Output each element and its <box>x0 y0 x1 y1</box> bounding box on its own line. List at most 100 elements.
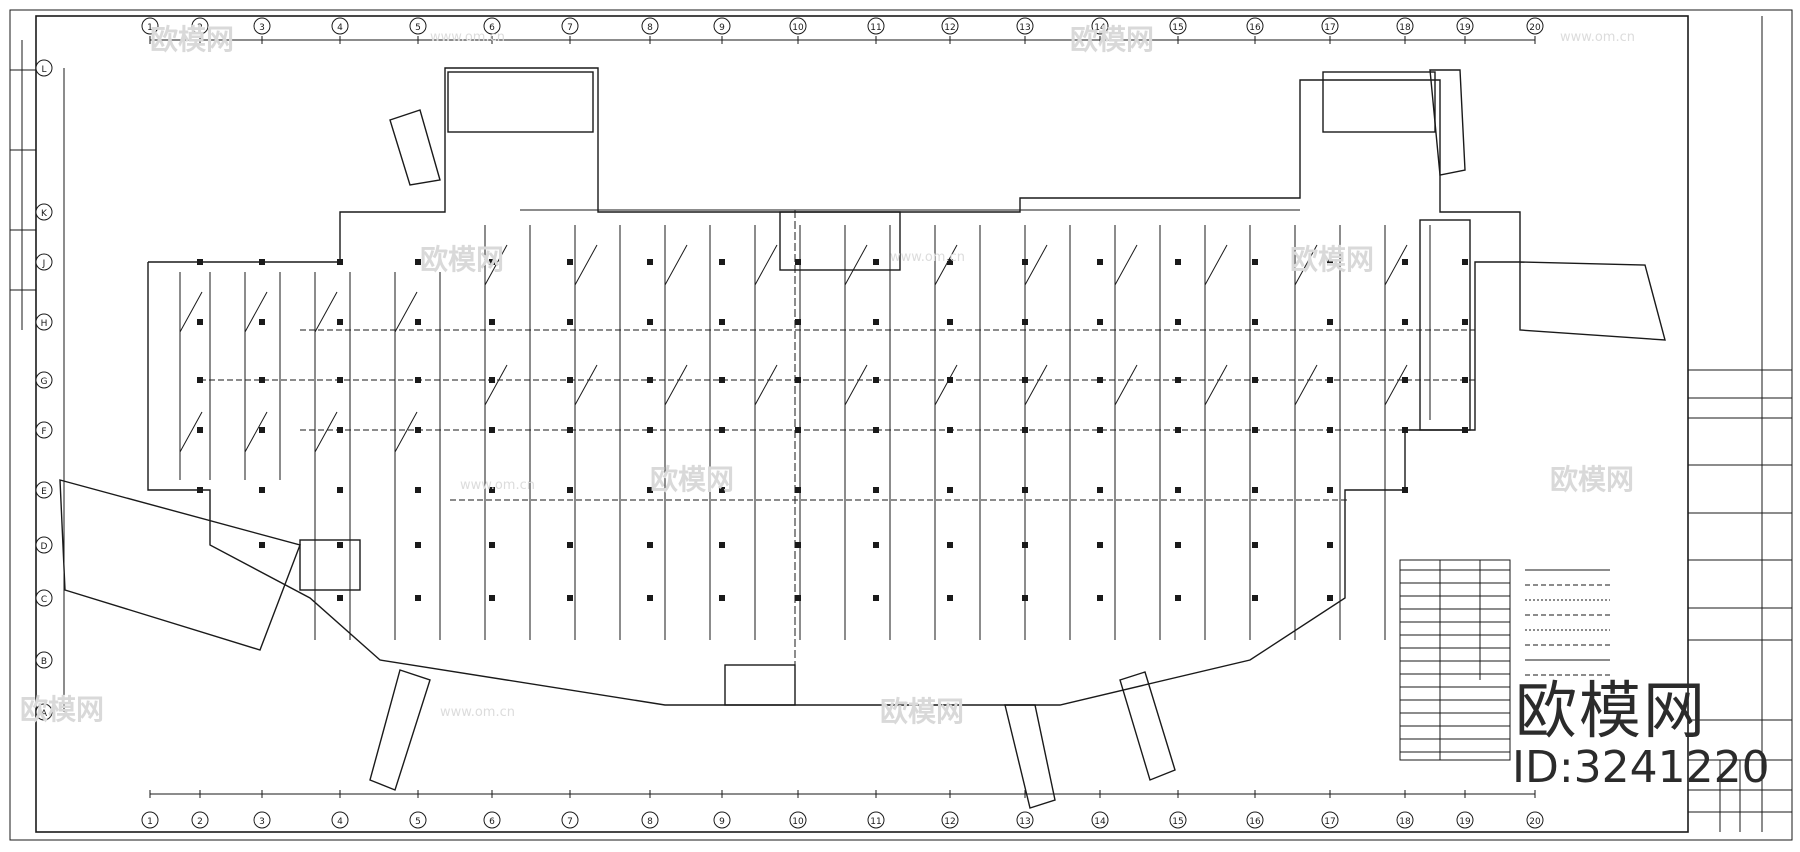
light-fixture <box>489 427 495 433</box>
grid-label-left: F <box>41 427 46 437</box>
conduit-branch <box>1204 244 1228 286</box>
left-margin-strip <box>10 40 36 330</box>
grid-bubble <box>35 59 53 77</box>
grid-bubble <box>1016 811 1034 829</box>
grid-label-top: 11 <box>870 23 881 33</box>
light-fixture <box>1327 259 1333 265</box>
conduit-branch <box>179 411 203 453</box>
grid-label-left: L <box>41 65 46 75</box>
grid-bubble <box>253 17 271 35</box>
conduit-branch <box>664 364 688 406</box>
light-fixture <box>719 595 725 601</box>
light-fixture <box>197 259 203 265</box>
conduit-branch <box>314 411 338 453</box>
conduit-branch <box>574 244 598 286</box>
light-fixture <box>1327 377 1333 383</box>
conduit-branch <box>1384 244 1408 286</box>
grid-label-bottom: 13 <box>1019 817 1030 827</box>
light-fixture <box>719 259 725 265</box>
light-fixture <box>197 377 203 383</box>
light-fixture <box>415 259 421 265</box>
conduit-branch <box>664 244 688 286</box>
light-fixture <box>873 259 879 265</box>
grid-label-top: 15 <box>1172 23 1183 33</box>
conduit-branch <box>934 364 958 406</box>
conduit-branch <box>484 364 508 406</box>
light-fixture <box>415 487 421 493</box>
grid-label-bottom: 14 <box>1094 817 1106 827</box>
grid-bubble <box>561 17 579 35</box>
conduit-branch <box>754 244 778 286</box>
ramp <box>1519 261 1666 341</box>
light-fixture <box>1097 542 1103 548</box>
grid-label-left: C <box>41 595 47 605</box>
grid-bubble <box>141 811 159 829</box>
exterior-wall <box>147 67 1521 706</box>
light-fixture <box>337 319 343 325</box>
grid-bubble <box>1246 17 1264 35</box>
watermark-logo: 欧模网 <box>650 463 735 496</box>
legend-table <box>1399 559 1610 761</box>
light-fixture <box>1327 542 1333 548</box>
grid-bubble <box>35 203 53 221</box>
light-fixture <box>1022 377 1028 383</box>
grid-label-top: 1 <box>147 23 153 33</box>
light-fixture <box>1097 487 1103 493</box>
light-fixture <box>1175 319 1181 325</box>
light-fixture <box>259 427 265 433</box>
grid-label-left: E <box>41 487 47 497</box>
light-fixture <box>1462 319 1468 325</box>
watermark-big-logo: 欧模网 <box>1515 674 1708 747</box>
light-fixture <box>1252 377 1258 383</box>
grid-bubble <box>35 536 53 554</box>
grid-label-top: 9 <box>719 23 725 33</box>
watermark-logo: 欧模网 <box>1290 243 1375 276</box>
grid-label-top: 12 <box>944 23 955 33</box>
watermark-logo: 欧模网 <box>420 243 505 276</box>
conduit-branch <box>844 244 868 286</box>
light-fixture <box>1462 259 1468 265</box>
light-fixture <box>795 319 801 325</box>
grid-bubble <box>1169 811 1187 829</box>
light-fixture <box>873 595 879 601</box>
ramp <box>1004 704 1056 809</box>
grid-label-bottom: 3 <box>259 817 265 827</box>
watermark-logo: 欧模网 <box>1550 463 1635 496</box>
grid-label-left: B <box>41 657 47 667</box>
grid-bubble <box>1246 811 1264 829</box>
grid-bubble <box>1321 17 1339 35</box>
conduit-branch <box>394 291 418 333</box>
grid-bubble <box>253 811 271 829</box>
light-fixture <box>873 542 879 548</box>
grid-bubble <box>561 811 579 829</box>
light-fixture <box>947 259 953 265</box>
grid-bubble <box>867 17 885 35</box>
grid-bubble <box>35 703 53 721</box>
room-outline <box>1322 71 1436 133</box>
grid-label-bottom: 16 <box>1249 817 1261 827</box>
light-fixture <box>197 427 203 433</box>
grid-bubble <box>483 811 501 829</box>
grid-bubble <box>1396 17 1414 35</box>
light-fixtures <box>197 259 1468 601</box>
grid-bubble <box>641 811 659 829</box>
conduit-branch <box>179 291 203 333</box>
light-fixture <box>947 487 953 493</box>
light-fixture <box>567 427 573 433</box>
light-fixture <box>1175 542 1181 548</box>
light-fixture <box>719 319 725 325</box>
conduit-branch <box>844 364 868 406</box>
light-fixture <box>415 427 421 433</box>
light-fixture <box>1252 427 1258 433</box>
light-fixture <box>795 595 801 601</box>
grid-bubble <box>1396 811 1414 829</box>
conduit-branch <box>484 244 508 286</box>
ramp <box>389 109 441 186</box>
light-fixture <box>567 542 573 548</box>
grid-bubble <box>1169 17 1187 35</box>
light-fixture <box>415 595 421 601</box>
light-fixture <box>1022 487 1028 493</box>
grid-label-bottom: 6 <box>489 817 495 827</box>
light-fixture <box>1097 377 1103 383</box>
